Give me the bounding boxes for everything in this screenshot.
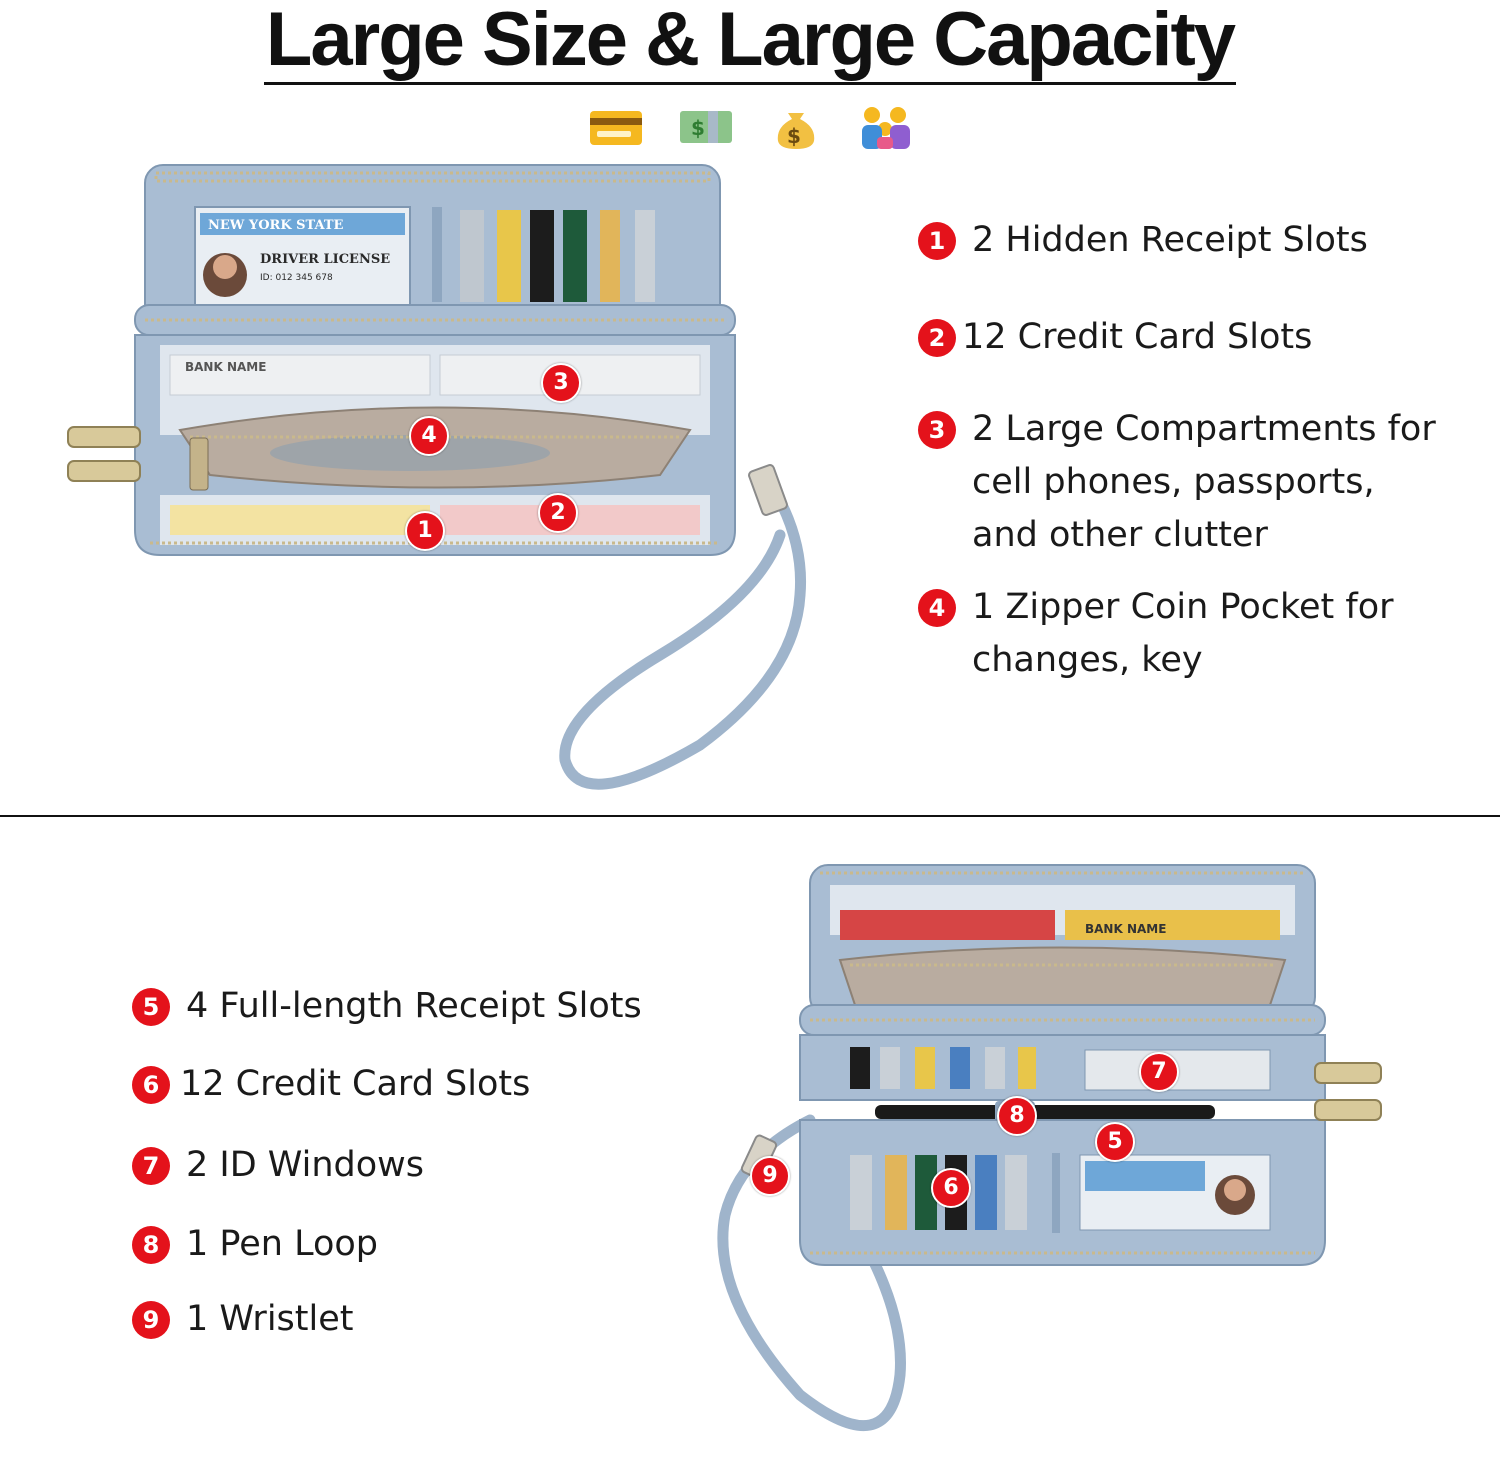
money-bill-icon: $: [680, 111, 732, 143]
feature-item-9: 9 1 Wristlet: [132, 1293, 353, 1346]
feature-item-8: 8 1 Pen Loop: [132, 1218, 378, 1271]
page-title-text: Large Size & Large Capacity: [263, 0, 1236, 85]
callout-5: 5: [1095, 1122, 1135, 1162]
feature-text: 1 Pen Loop: [186, 1224, 379, 1264]
credit-card-icon: [590, 111, 642, 145]
callout-1: 1: [405, 511, 445, 551]
feature-text: 4 Full-length Receipt Slots: [186, 986, 642, 1026]
feature-item-2: 2 12 Credit Card Slots: [918, 311, 1312, 364]
card-bank-label: BANK NAME: [1085, 922, 1166, 936]
callout-3: 3: [541, 363, 581, 403]
wallet-open-top-photo: NEW YORK STATE DRIVER LICENSE ID: 012 34…: [67, 164, 807, 790]
callout-2: 2: [538, 493, 578, 533]
feature-text: 2 Hidden Receipt Slots: [972, 220, 1368, 260]
feature-text: 12 Credit Card Slots: [962, 317, 1313, 357]
callout-4: 4: [409, 416, 449, 456]
feature-text: 1 Zipper Coin Pocket for changes, key: [972, 587, 1394, 680]
card-bank-label: BANK NAME: [185, 360, 266, 374]
family-icon: [862, 107, 910, 149]
callout-8: 8: [997, 1096, 1037, 1136]
icon-row: $ $: [588, 103, 914, 151]
feature-item-3: 3 2 Large Compartments for cell phones, …: [918, 403, 1436, 562]
callout-7: 7: [1139, 1052, 1179, 1092]
svg-text:$: $: [691, 116, 705, 140]
id-card-id: ID: 012 345 678: [260, 273, 333, 283]
feature-text: 2 Large Compartments for cell phones, pa…: [972, 409, 1436, 555]
number-badge: 5: [132, 988, 170, 1026]
money-bag-icon: $: [777, 113, 815, 149]
vertical-card-slots: [432, 207, 655, 302]
feature-item-5: 5 4 Full-length Receipt Slots: [132, 980, 642, 1033]
feature-item-1: 1 2 Hidden Receipt Slots: [918, 214, 1368, 267]
number-badge: 6: [132, 1066, 170, 1104]
callout-9: 9: [750, 1156, 790, 1196]
feature-item-4: 4 1 Zipper Coin Pocket for changes, key: [918, 581, 1394, 687]
feature-item-6: 6 12 Credit Card Slots: [132, 1058, 530, 1111]
feature-item-7: 7 2 ID Windows: [132, 1139, 424, 1192]
number-badge: 4: [918, 589, 956, 627]
number-badge: 9: [132, 1301, 170, 1339]
feature-text: 1 Wristlet: [186, 1299, 354, 1339]
wallet-open-bottom-photo: BANK NAME: [717, 864, 1382, 1432]
svg-text:$: $: [787, 124, 801, 148]
callout-6: 6: [931, 1168, 971, 1208]
number-badge: 3: [918, 411, 956, 449]
number-badge: 2: [918, 319, 956, 357]
number-badge: 8: [132, 1226, 170, 1264]
feature-text: 2 ID Windows: [186, 1145, 425, 1185]
page-title: Large Size & Large Capacity: [0, 0, 1500, 85]
number-badge: 1: [918, 222, 956, 260]
id-card-state: NEW YORK STATE: [208, 218, 344, 233]
section-divider: [0, 815, 1500, 817]
id-card-type: DRIVER LICENSE: [260, 252, 390, 267]
number-badge: 7: [132, 1147, 170, 1185]
feature-text: 12 Credit Card Slots: [180, 1064, 531, 1104]
